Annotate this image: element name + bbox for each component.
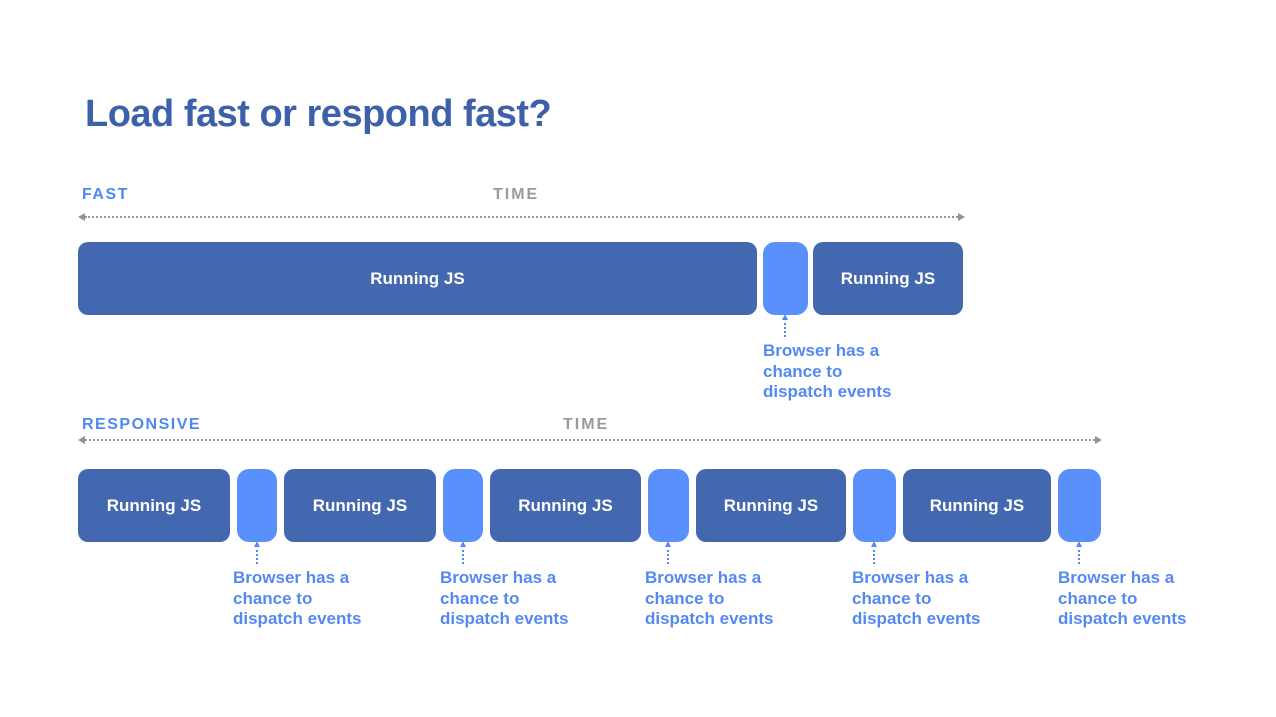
- arrow-left-icon: [78, 213, 85, 221]
- event-gap-block: [763, 242, 808, 315]
- event-gap-block: [443, 469, 483, 542]
- dotted-up-arrow-icon: [782, 314, 788, 337]
- running-js-block: Running JS: [696, 469, 846, 542]
- running-js-block: Running JS: [490, 469, 641, 542]
- annotation-text: Browser has a chance to dispatch events: [645, 568, 774, 628]
- gap-annotation: Browser has a chance to dispatch events: [440, 541, 605, 630]
- running-js-block: Running JS: [78, 469, 230, 542]
- running-js-label: Running JS: [840, 268, 936, 288]
- time-axis: [78, 213, 965, 221]
- running-js-label: Running JS: [929, 495, 1025, 515]
- running-js-label: Running JS: [312, 495, 408, 515]
- annotation-text: Browser has a chance to dispatch events: [440, 568, 569, 628]
- event-gap-block: [237, 469, 277, 542]
- event-gap-block: [853, 469, 896, 542]
- gap-annotation: Browser has a chance to dispatch events: [1058, 541, 1223, 630]
- arrow-right-icon: [958, 213, 965, 221]
- annotation-text: Browser has a chance to dispatch events: [233, 568, 362, 628]
- dotted-up-arrow-icon: [1076, 541, 1082, 564]
- running-js-label: Running JS: [370, 268, 465, 288]
- annotation-text: Browser has a chance to dispatch events: [1058, 568, 1187, 628]
- running-js-block: Running JS: [284, 469, 436, 542]
- event-gap-block: [648, 469, 689, 542]
- annotation-text: Browser has a chance to dispatch events: [852, 568, 981, 628]
- responsive-label: RESPONSIVE: [82, 416, 202, 433]
- time-axis: [78, 436, 1102, 444]
- fast-label: FAST: [82, 186, 129, 203]
- gap-annotation: Browser has a chance to dispatch events: [645, 541, 810, 630]
- gap-annotation: Browser has a chance to dispatch events: [763, 314, 928, 403]
- running-js-label: Running JS: [106, 495, 202, 515]
- gap-annotation: Browser has a chance to dispatch events: [852, 541, 1017, 630]
- arrow-right-icon: [1095, 436, 1102, 444]
- gap-annotation: Browser has a chance to dispatch events: [233, 541, 398, 630]
- event-gap-block: [1058, 469, 1101, 542]
- annotation-text: Browser has a chance to dispatch events: [763, 341, 892, 401]
- page-title: Load fast or respond fast?: [85, 93, 552, 136]
- time-axis-label: TIME: [563, 416, 610, 433]
- time-axis-label: TIME: [493, 186, 540, 203]
- dotted-up-arrow-icon: [665, 541, 671, 564]
- running-js-block: Running JS: [78, 242, 757, 315]
- dotted-up-arrow-icon: [460, 541, 466, 564]
- running-js-block: Running JS: [903, 469, 1051, 542]
- running-js-label: Running JS: [518, 495, 613, 515]
- arrow-left-icon: [78, 436, 85, 444]
- running-js-block: Running JS: [813, 242, 963, 315]
- dotted-up-arrow-icon: [871, 541, 877, 564]
- dotted-up-arrow-icon: [254, 541, 260, 564]
- running-js-label: Running JS: [723, 495, 819, 515]
